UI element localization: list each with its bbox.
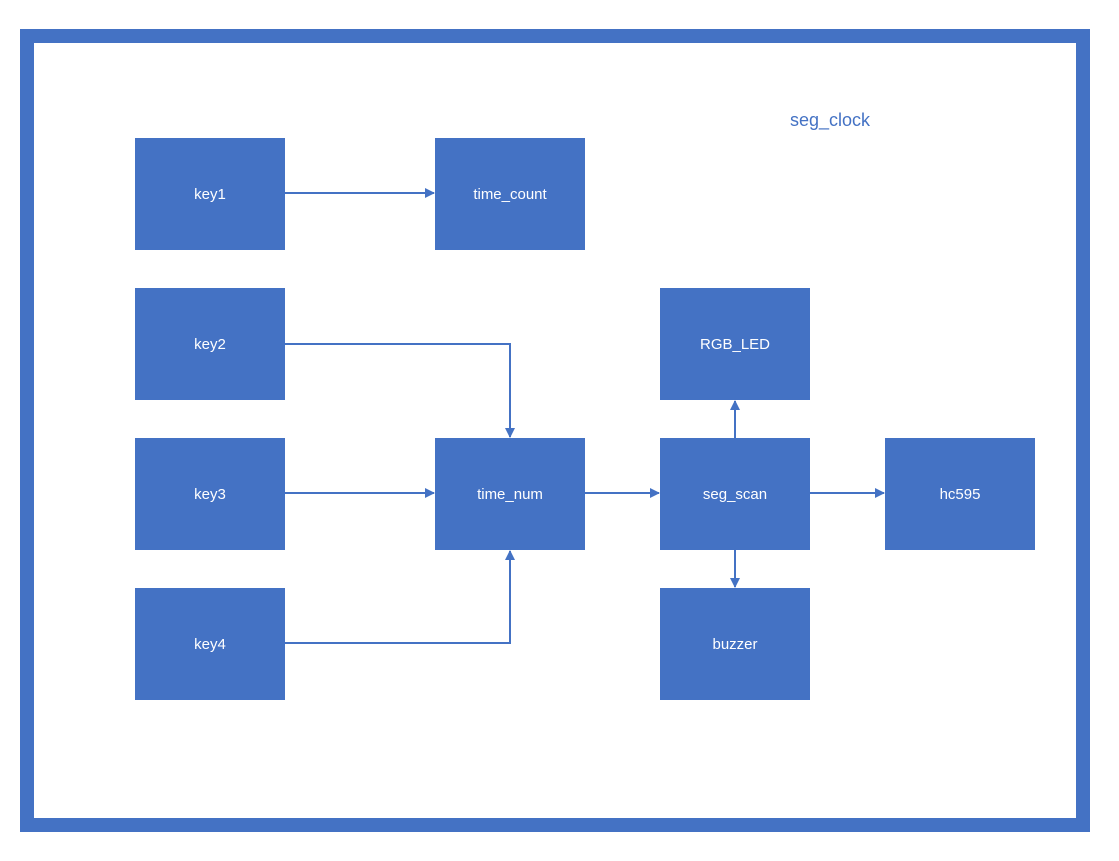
edge-key4-to-time-num <box>285 550 515 644</box>
diagram-title: seg_clock <box>790 110 871 130</box>
block-buzzer[interactable]: buzzer <box>660 588 810 700</box>
block-key4[interactable]: key4 <box>135 588 285 700</box>
block-rgb-led[interactable]: RGB_LED <box>660 288 810 400</box>
block-seg-scan[interactable]: seg_scan <box>660 438 810 550</box>
block-key3[interactable]: key3 <box>135 438 285 550</box>
block-time-num[interactable]: time_num <box>435 438 585 550</box>
edge-key2-to-time-num <box>285 343 515 438</box>
block-hc595[interactable]: hc595 <box>885 438 1035 550</box>
block-time-count[interactable]: time_count <box>435 138 585 250</box>
block-key1[interactable]: key1 <box>135 138 285 250</box>
block-key2[interactable]: key2 <box>135 288 285 400</box>
